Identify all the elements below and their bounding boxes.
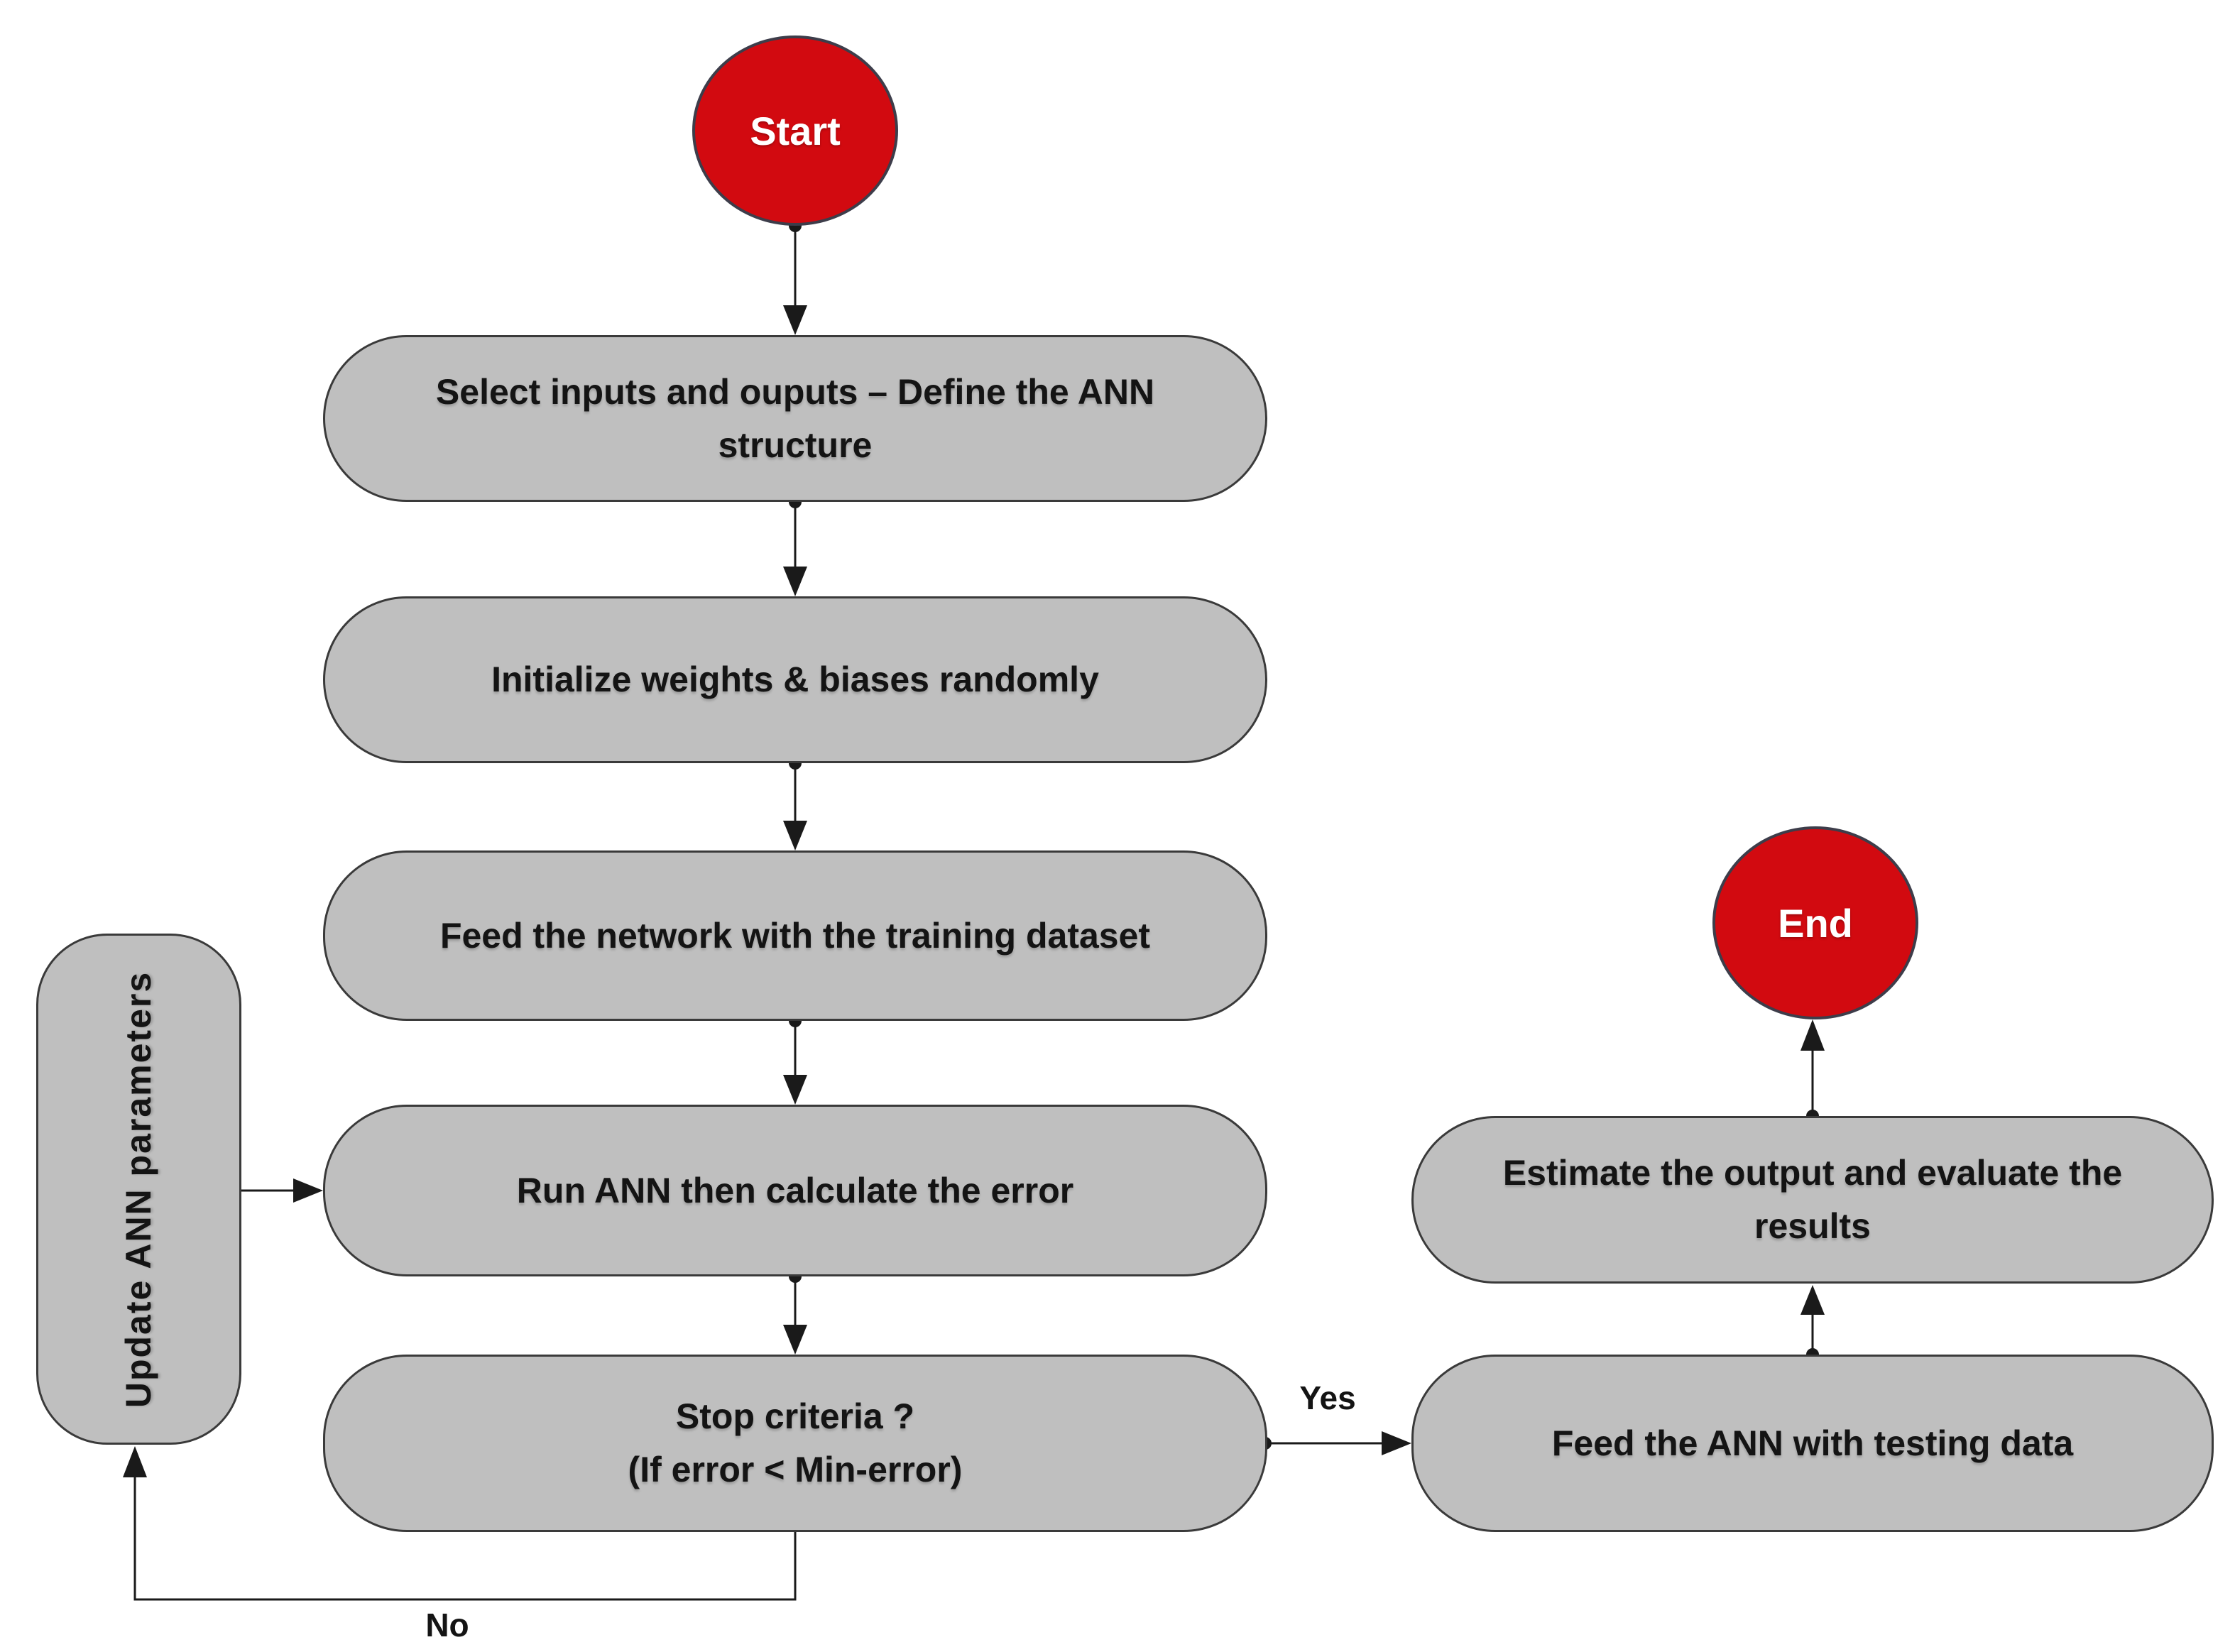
edge-initialize-to-feed-training [783, 757, 807, 850]
process-feed-training-label: Feed the network with the training datas… [439, 915, 1151, 956]
process-select-inputs: Select inputs and ouputs – Define the AN… [323, 335, 1267, 502]
edge-run-to-stop [783, 1270, 807, 1355]
process-select-inputs-label: Select inputs and ouputs – Define the AN… [435, 371, 1155, 465]
end-terminal: End [1712, 826, 1918, 1019]
process-feed-testing: Feed the ANN with testing data [1411, 1355, 2214, 1532]
start-label: Start [750, 108, 841, 153]
process-initialize-weights-label: Initialize weights & biases randomly [491, 660, 1099, 699]
edge-start-to-select [783, 219, 807, 335]
process-feed-training: Feed the network with the training datas… [323, 850, 1267, 1021]
edge-feed-testing-to-estimate [1800, 1285, 1825, 1361]
process-estimate-output-label: Estimate the output and evaluate the res… [1502, 1153, 2123, 1246]
process-update-parameters: Update ANN parameters [36, 934, 241, 1445]
edge-stop-yes-to-feed-testing [1259, 1431, 1411, 1455]
process-update-parameters-label: Update ANN parameters [119, 970, 159, 1408]
no-edge-label: No [425, 1607, 469, 1643]
edge-feed-training-to-run [783, 1014, 807, 1105]
process-feed-testing-label: Feed the ANN with testing data [1551, 1423, 2074, 1463]
stop-criteria-line1: Stop criteria ? [675, 1396, 915, 1436]
process-run-ann: Run ANN then calculate the error [323, 1105, 1267, 1276]
stop-criteria-line2: (If error < Min-error) [628, 1450, 963, 1489]
edge-stop-no-to-update [123, 1446, 797, 1601]
decision-stop-criteria: Stop criteria ? (If error < Min-error) [323, 1355, 1267, 1532]
edge-estimate-to-end [1800, 1019, 1825, 1122]
decision-stop-criteria-label: Stop criteria ? (If error < Min-error) [628, 1390, 963, 1497]
edge-select-to-initialize [783, 496, 807, 596]
process-run-ann-label: Run ANN then calculate the error [516, 1170, 1074, 1210]
start-terminal: Start [692, 35, 898, 226]
yes-edge-label: Yes [1299, 1379, 1356, 1416]
process-initialize-weights: Initialize weights & biases randomly [323, 596, 1267, 763]
process-estimate-output: Estimate the output and evaluate the res… [1411, 1116, 2214, 1284]
end-label: End [1778, 900, 1853, 946]
